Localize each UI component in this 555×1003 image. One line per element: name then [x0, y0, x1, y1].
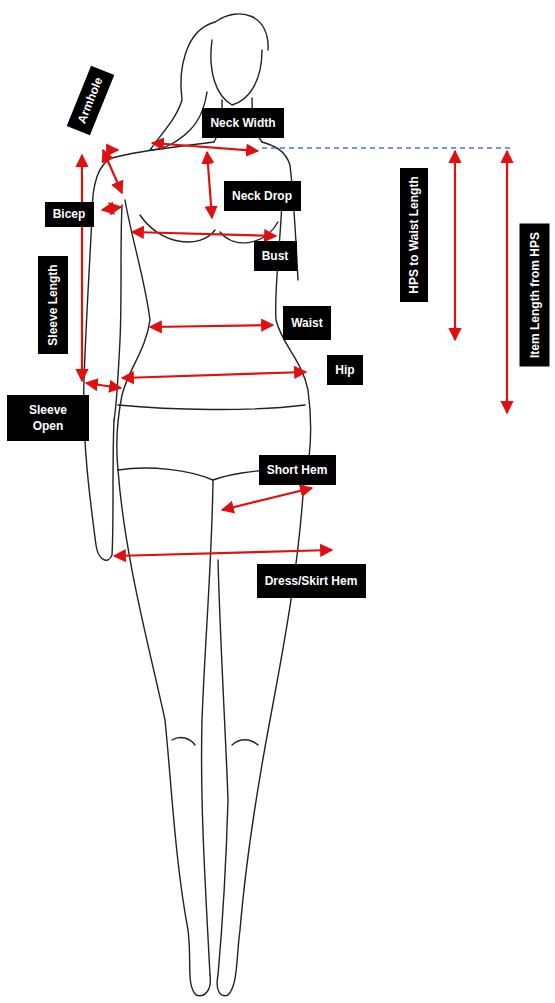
measure-label-text: Bust — [262, 248, 289, 264]
measure-label-text: Armhole — [73, 74, 106, 125]
measure-label-text: Short Hem — [267, 462, 328, 478]
measure-label-text: Neck Width — [210, 115, 275, 131]
measure-label-text: Sleeve Length — [45, 264, 61, 345]
figure-outline — [84, 14, 311, 996]
sleeve-open-label: Sleeve Open — [7, 395, 89, 441]
bicep-label: Bicep — [45, 202, 94, 227]
armhole-label: Armhole — [66, 65, 114, 135]
measure-label-text: Neck Drop — [232, 188, 292, 204]
neck-width-label: Neck Width — [202, 108, 284, 138]
waist-label: Waist — [283, 306, 331, 340]
hip-label: Hip — [327, 355, 363, 385]
hps-guide-line — [262, 147, 512, 149]
measure-label-text: Dress/Skirt Hem — [265, 573, 358, 589]
hps-waist-label: HPS to Waist Length — [400, 168, 428, 302]
bust-label: Bust — [254, 241, 297, 271]
measure-arrows — [82, 143, 507, 556]
measure-label-text: Item Length from HPS — [526, 232, 542, 358]
measure-label-text: Sleeve Open — [13, 402, 83, 434]
sleeve-length-label: Sleeve Length — [38, 256, 68, 354]
measure-label-text: Waist — [291, 315, 323, 331]
measure-label-text: HPS to Waist Length — [406, 176, 422, 294]
neck-drop-label: Neck Drop — [224, 181, 301, 211]
measure-label-text: Hip — [335, 362, 354, 378]
dress-hem-label: Dress/Skirt Hem — [257, 564, 366, 598]
item-length-label: Item Length from HPS — [519, 224, 549, 367]
measure-label-text: Bicep — [53, 206, 86, 222]
short-hem-label: Short Hem — [259, 455, 336, 485]
